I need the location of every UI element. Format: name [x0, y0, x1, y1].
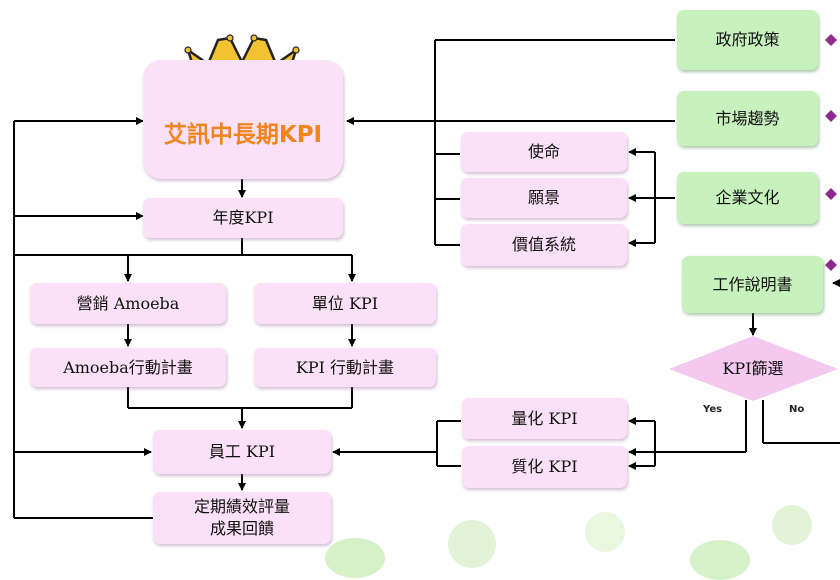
unit-kpi-box: 單位 KPI	[254, 283, 436, 324]
gov-policy-label: 政府政策	[715, 30, 780, 49]
qualitative-kpi-box: 質化 KPI	[462, 446, 627, 488]
amoeba-action-plan-label: Amoeba行動計畫	[63, 357, 193, 377]
unit-kpi-label: 單位 KPI	[311, 293, 379, 313]
quantitative-kpi-box: 量化 KPI	[462, 398, 627, 439]
bullet-diamond-3	[825, 188, 837, 200]
amoeba-action-plan-box: Amoeba行動計畫	[30, 348, 226, 387]
annual-kpi-box: 年度KPI	[143, 198, 343, 238]
corporate-culture-label: 企業文化	[715, 188, 780, 207]
market-trend-label: 市場趨勢	[715, 108, 780, 128]
annual-kpi-label: 年度KPI	[212, 208, 274, 227]
value-system-label: 價值系統	[511, 235, 576, 254]
mission-label: 使命	[527, 142, 560, 161]
no-label: No	[789, 404, 805, 415]
main-kpi-box: 艾訊中長期KPI	[143, 60, 343, 179]
marketing-amoeba-box: 營銷 Amoeba	[30, 283, 226, 324]
decor-blob-4	[690, 540, 750, 580]
vision-box: 願景	[461, 178, 627, 218]
periodic-review-line2: 成果回饋	[209, 519, 274, 538]
periodic-review-line1: 定期績效評量	[193, 497, 290, 516]
job-description-box: 工作說明書	[682, 256, 823, 313]
vision-label: 願景	[527, 188, 560, 207]
kpi-action-plan-label: KPI 行動計畫	[295, 357, 395, 377]
decor-blob-5	[772, 505, 812, 545]
decor-blob-2	[448, 520, 496, 568]
kpi-screening-label-wrap: KPI篩選	[690, 356, 816, 382]
gov-policy-box: 政府政策	[677, 10, 818, 70]
bullet-diamond-2	[825, 110, 837, 122]
bullet-diamond-1	[825, 34, 837, 46]
mission-box: 使命	[461, 132, 627, 172]
quantitative-kpi-label: 量化 KPI	[511, 408, 578, 428]
corporate-culture-box: 企業文化	[677, 172, 818, 224]
marketing-amoeba-label: 營銷 Amoeba	[76, 293, 180, 313]
bullet-diamond-4	[825, 259, 837, 271]
yes-label: Yes	[703, 404, 723, 415]
main-kpi-label: 艾訊中長期KPI	[163, 121, 323, 148]
job-description-label: 工作說明書	[712, 274, 793, 294]
market-trend-box: 市場趨勢	[677, 91, 818, 146]
periodic-review-box: 定期績效評量 成果回饋	[153, 492, 331, 544]
employee-kpi-box: 員工 KPI	[153, 430, 331, 474]
qualitative-kpi-label: 質化 KPI	[511, 457, 578, 476]
employee-kpi-label: 員工 KPI	[208, 442, 276, 461]
kpi-screening-label: KPI篩選	[722, 359, 784, 378]
decor-blob-3	[585, 512, 625, 552]
value-system-box: 價值系統	[461, 224, 627, 266]
decor-blob-1	[325, 538, 385, 578]
kpi-action-plan-box: KPI 行動計畫	[254, 348, 436, 387]
kpi-screening-diamond	[669, 336, 838, 401]
